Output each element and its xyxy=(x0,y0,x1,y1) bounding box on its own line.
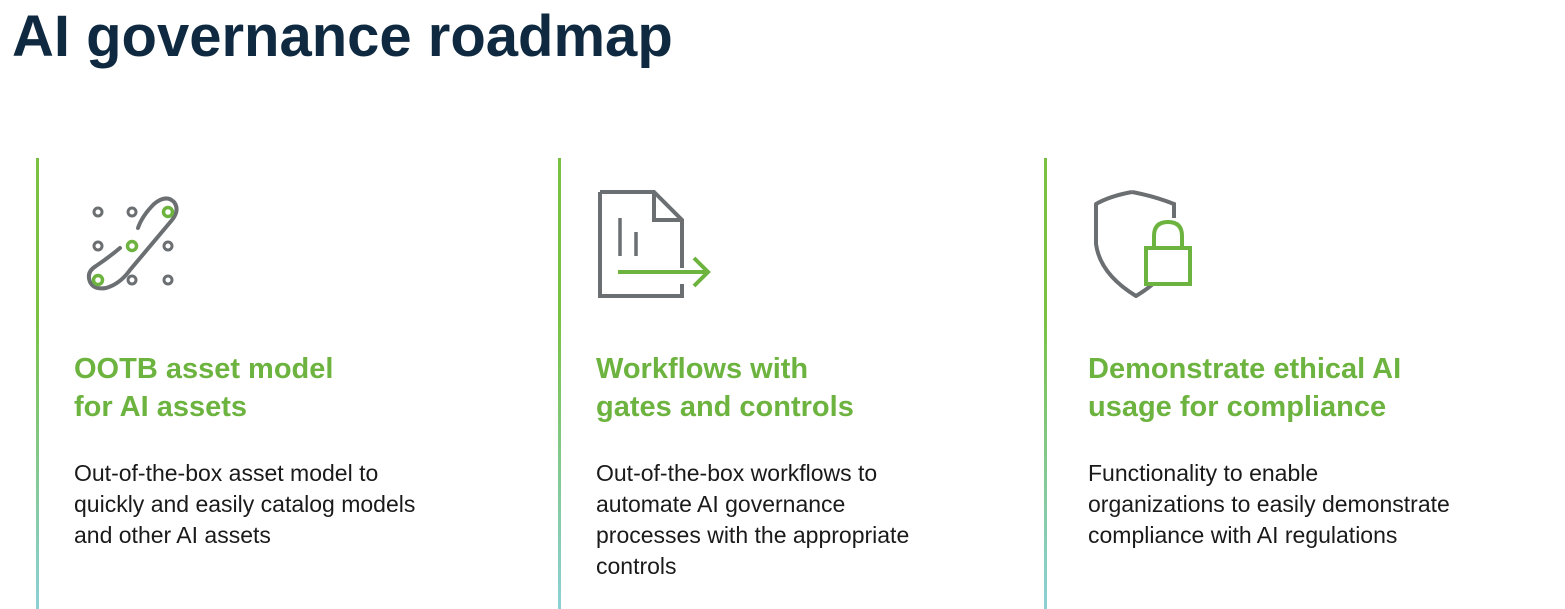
card-heading-line: usage for compliance xyxy=(1088,391,1387,423)
card-description-line: Out-of-the-box asset model to xyxy=(74,460,379,486)
card-description-line: organizations to easily demonstrate xyxy=(1088,491,1450,517)
card-heading-line: gates and controls xyxy=(596,391,854,423)
card-heading: OOTB asset model for AI assets xyxy=(74,350,514,426)
card-ethical-ai-compliance: Demonstrate ethical AI usage for complia… xyxy=(1044,158,1554,609)
card-heading-line: Demonstrate ethical AI xyxy=(1088,353,1402,385)
card-heading: Workflows with gates and controls xyxy=(596,350,1016,426)
card-ootb-asset-model: OOTB asset model for AI assets Out-of-th… xyxy=(36,158,546,609)
card-heading-line: OOTB asset model xyxy=(74,353,334,385)
card-divider xyxy=(1044,158,1047,609)
card-description: Out-of-the-box asset model to quickly an… xyxy=(74,458,514,551)
card-description-line: Out-of-the-box workflows to xyxy=(596,460,878,486)
card-description-line: processes with the appropriate xyxy=(596,522,910,548)
document-workflow-arrow-icon xyxy=(598,190,711,298)
card-description: Out-of-the-box workflows to automate AI … xyxy=(596,458,1016,582)
card-workflows: Workflows with gates and controls Out-of… xyxy=(558,158,1038,609)
card-description-line: automate AI governance xyxy=(596,491,846,517)
card-description-line: quickly and easily catalog models xyxy=(74,491,416,517)
card-description-line: Functionality to enable xyxy=(1088,460,1319,486)
card-description-line: compliance with AI regulations xyxy=(1088,522,1398,548)
shield-lock-icon xyxy=(1094,190,1192,298)
card-description-line: controls xyxy=(596,553,677,579)
card-description: Functionality to enable organizations to… xyxy=(1088,458,1538,551)
card-divider xyxy=(36,158,39,609)
card-divider xyxy=(558,158,561,609)
card-heading-line: Workflows with xyxy=(596,353,809,385)
card-heading-line: for AI assets xyxy=(74,391,247,423)
asset-model-nodes-icon xyxy=(86,196,179,291)
card-description-line: and other AI assets xyxy=(74,522,271,548)
page-title: AI governance roadmap xyxy=(12,4,673,69)
card-heading: Demonstrate ethical AI usage for complia… xyxy=(1088,350,1538,426)
